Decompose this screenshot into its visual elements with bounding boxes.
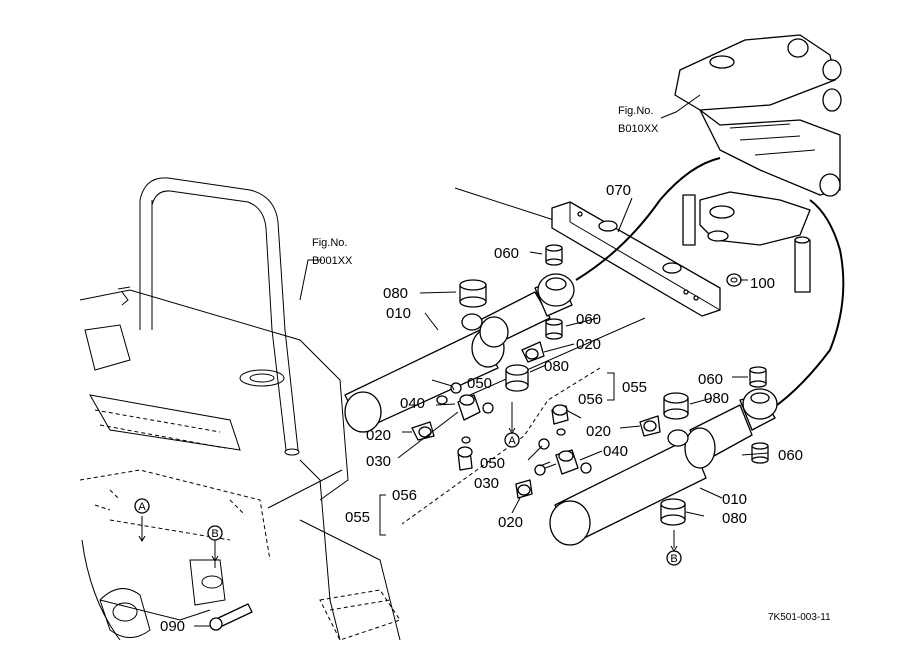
marker-a-label-2: A xyxy=(138,501,146,513)
bushing-080-c xyxy=(663,392,689,420)
fig-ref-b010xx-line2: B010XX xyxy=(618,123,659,135)
transmission-housing xyxy=(79,286,401,641)
callout-056-b: 056 xyxy=(578,391,603,408)
callout-010-a: 010 xyxy=(386,305,411,322)
callout-040-a: 040 xyxy=(400,395,425,412)
callout-020-a: 020 xyxy=(576,336,601,353)
callout-050-a: 050 xyxy=(467,375,492,392)
callout-020-d: 020 xyxy=(498,514,523,531)
hose-right xyxy=(769,199,845,411)
drawing-code: 7K501-003-11 xyxy=(768,612,831,623)
callout-050-b: 050 xyxy=(480,455,505,472)
cross-bar-070 xyxy=(551,201,721,317)
elbow-020-a xyxy=(521,341,545,363)
cylinder-left-010 xyxy=(344,273,575,433)
nut-100 xyxy=(726,273,742,287)
marker-a-label-1: A xyxy=(508,435,516,447)
leader-lines xyxy=(141,94,769,627)
callout-090: 090 xyxy=(160,618,185,635)
callout-080-c: 080 xyxy=(704,390,729,407)
bolt-090 xyxy=(209,603,253,631)
valve-block-left xyxy=(431,379,494,471)
callout-010-b: 010 xyxy=(722,491,747,508)
callout-060-c: 060 xyxy=(698,371,723,388)
marker-b-label-2: B xyxy=(211,528,218,540)
callout-070: 070 xyxy=(606,182,631,199)
bush-060-c xyxy=(749,366,767,388)
callout-030-b: 030 xyxy=(474,475,499,492)
bush-060-b xyxy=(545,318,563,340)
fig-ref-b010xx-line1: Fig.No. xyxy=(618,105,653,117)
valve-block-right xyxy=(534,404,592,476)
elbow-020-c xyxy=(639,415,661,437)
elbow-020-b xyxy=(411,421,435,441)
callout-060-d: 060 xyxy=(778,447,803,464)
callout-056-a: 056 xyxy=(392,487,417,504)
callout-080-b: 080 xyxy=(544,358,569,375)
marker-b-label-1: B xyxy=(670,553,677,565)
bush-060-a xyxy=(545,244,563,266)
marker-b-circle-2 xyxy=(207,525,223,541)
callout-030-a: 030 xyxy=(366,453,391,470)
callout-020-b: 020 xyxy=(366,427,391,444)
cylinder-right-010 xyxy=(549,388,778,546)
bush-060-d xyxy=(751,442,769,464)
callout-055-b: 055 xyxy=(622,379,647,396)
fig-ref-b001xx-line1: Fig.No. xyxy=(312,237,347,249)
three-point-hitch-bracket xyxy=(674,34,842,293)
fig-ref-b001xx-line2: B001XX xyxy=(312,255,353,267)
elbow-020-d xyxy=(515,479,533,499)
callout-080-d: 080 xyxy=(722,510,747,527)
callout-020-c: 020 xyxy=(586,423,611,440)
callout-100: 100 xyxy=(750,275,775,292)
bushing-080-a xyxy=(459,279,487,308)
callout-040-b: 040 xyxy=(603,443,628,460)
hose-left xyxy=(575,157,721,281)
callout-060-a: 060 xyxy=(494,245,519,262)
bushing-080-b xyxy=(505,364,529,392)
marker-a-circle-2 xyxy=(134,498,150,514)
bushing-080-d xyxy=(660,498,686,526)
callout-080-a: 080 xyxy=(383,285,408,302)
callout-055-a: 055 xyxy=(345,509,370,526)
callout-060-b: 060 xyxy=(576,311,601,328)
rops-frame xyxy=(139,177,300,456)
markers: A B A B xyxy=(134,420,682,566)
